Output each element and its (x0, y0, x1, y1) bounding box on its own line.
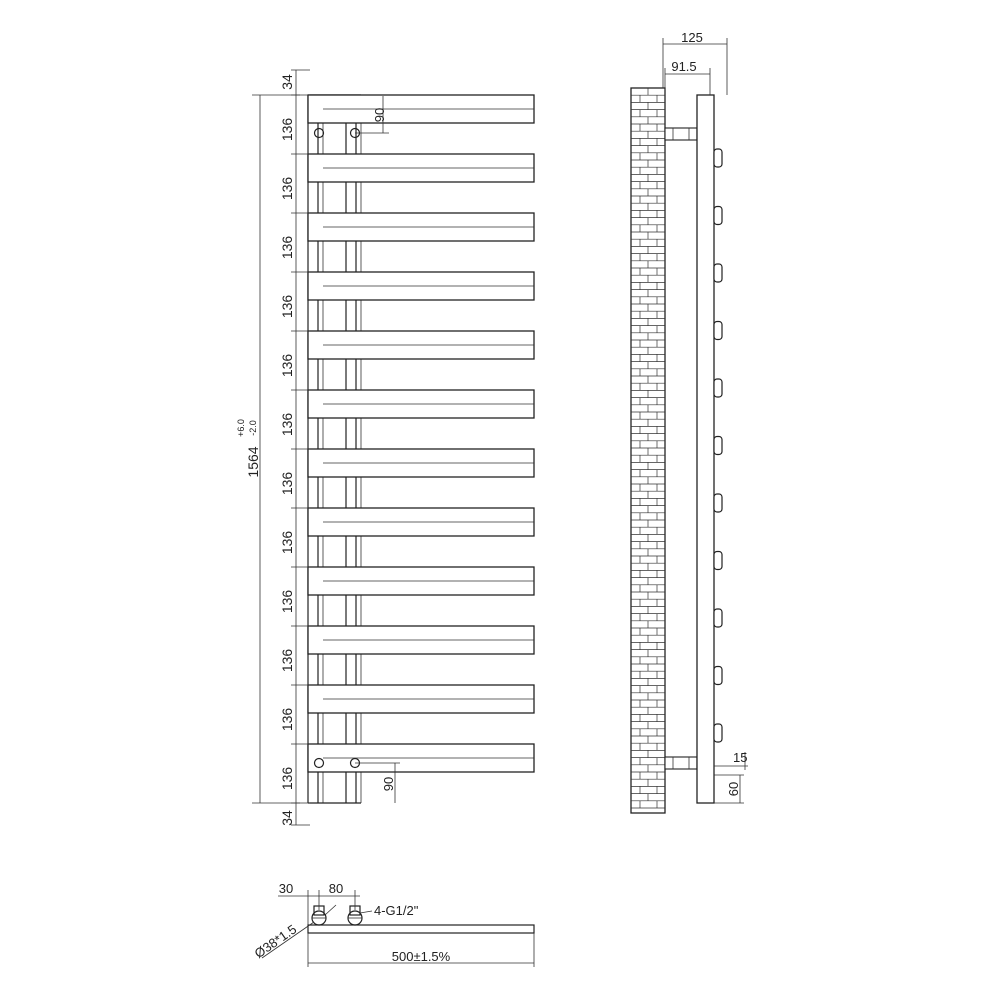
front-view: 1564 +6.0 -2.0 34 136 136 136 136 136 136 136 13… (236, 69, 535, 826)
front-bar (307, 271, 535, 301)
bar-end (713, 550, 723, 571)
bar-end (713, 493, 723, 513)
valve-top-left (313, 127, 325, 139)
front-bar (307, 94, 535, 124)
bar-pitch-label: 136 (279, 413, 295, 437)
bar-pitch-label: 136 (279, 295, 295, 319)
bracket-height-label: 60 (726, 782, 741, 796)
bottom-body (307, 924, 535, 934)
valve-bottom-left (313, 757, 325, 769)
front-bar (307, 389, 535, 419)
side-view: 125 91.5 15 60 (630, 30, 748, 814)
front-bar (307, 743, 535, 773)
dim-center-label: 80 (329, 881, 343, 896)
height-tol-plus: +6.0 (236, 419, 246, 437)
bracket-bottom (664, 756, 698, 770)
bar-pitch-label: 136 (279, 236, 295, 260)
pipe-spec-label: 4-G1/2" (374, 903, 419, 918)
bar-pitch-label: 136 (279, 177, 295, 201)
dim-left-label: 30 (279, 881, 293, 896)
front-bar (307, 684, 535, 714)
height-dimension: 1564 +6.0 -2.0 (236, 94, 300, 804)
bracket-small-label: 15 (733, 750, 747, 765)
bar-pitch-label: 136 (279, 649, 295, 673)
bar-end (713, 320, 723, 341)
end-margin-top-label: 34 (279, 74, 295, 90)
bar-end (713, 665, 723, 686)
bar-end (713, 608, 723, 628)
bracket-dimensions: 15 60 (714, 750, 748, 804)
valve-offset-bottom: 90 (355, 762, 400, 803)
bar-pitch-label: 136 (279, 531, 295, 555)
bottom-view: 30 80 4-G1/2" Ø38*1.5 500±1.5% (252, 881, 535, 967)
front-bar (307, 625, 535, 655)
bar-pitch-label: 136 (279, 354, 295, 378)
depth-to-bar-label: 91.5 (671, 59, 696, 74)
bar-pitch-label: 136 (279, 590, 295, 614)
bar-end (713, 378, 723, 398)
bar-end (713, 723, 723, 743)
side-collector (696, 94, 715, 804)
wall-brackets (664, 127, 698, 770)
bracket-top (664, 127, 698, 141)
front-bar (307, 507, 535, 537)
front-bar (307, 330, 535, 360)
bar-pitch-label: 136 (279, 118, 295, 142)
bar-end (713, 263, 723, 283)
bar-end (713, 205, 723, 226)
end-margin-bottom-label: 34 (279, 810, 295, 826)
pitch-dimension-chain: 34 136 136 136 136 136 136 136 136 136 136 136 136 34 (279, 69, 310, 826)
valve-offset-bottom-label: 90 (381, 777, 396, 791)
width-label: 500±1.5% (392, 949, 451, 964)
total-height-label: 1564 (245, 446, 261, 477)
front-bar (307, 566, 535, 596)
front-bar (307, 212, 535, 242)
front-bar (307, 153, 535, 183)
pipe-diameter-label: Ø38*1.5 (252, 921, 300, 961)
horizontal-bars (307, 94, 535, 773)
bar-ends (713, 148, 723, 743)
bar-pitch-label: 136 (279, 472, 295, 496)
valve-offset-top-label: 90 (372, 108, 387, 122)
depth-dimensions: 125 91.5 (662, 30, 728, 95)
depth-label: 125 (681, 30, 703, 45)
valve-offset-top: 90 (355, 96, 389, 134)
bar-pitch-label: 136 (279, 708, 295, 732)
bar-end (713, 435, 723, 456)
height-tol-minus: -2.0 (248, 420, 258, 436)
bar-pitch-label: 136 (279, 767, 295, 791)
bar-end (713, 148, 723, 168)
brick-wall (630, 87, 666, 814)
front-bar (307, 448, 535, 478)
